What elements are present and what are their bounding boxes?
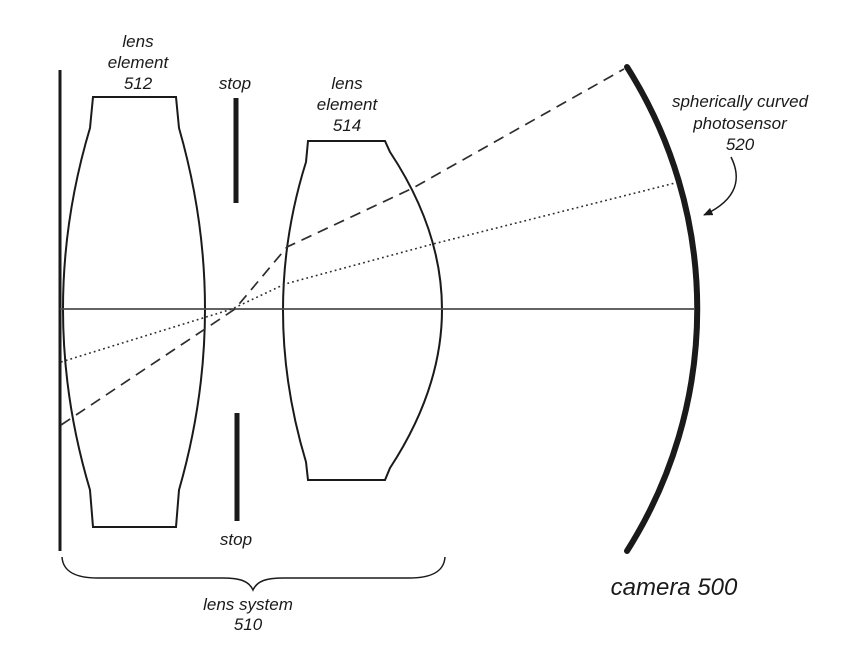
photosensor-label-line-1: spherically curved (672, 92, 809, 111)
lens-element-512-label-line-1: lens (122, 32, 154, 51)
lens-element-512-shape (62, 96, 206, 528)
dashed-ray (60, 68, 625, 426)
lens-system-label-line-2: 510 (234, 615, 263, 634)
dotted-ray (60, 182, 676, 363)
lens-element-512-label-line-3: 512 (124, 74, 153, 93)
lens-element-514-label-line-1: lens (331, 74, 363, 93)
stop-bottom-label: stop (220, 530, 252, 549)
lens-element-512-label-line-2: element (108, 53, 170, 72)
stop-top-label: stop (219, 74, 251, 93)
lens-element-514-shape (282, 140, 443, 481)
photosensor-leader-line (703, 156, 737, 216)
lens-system-label-line-1: lens system (203, 595, 293, 614)
photosensor-label-line-3: 520 (726, 135, 755, 154)
lens-element-514-label-line-3: 514 (333, 116, 361, 135)
photosensor-arc (624, 64, 701, 554)
lens-element-514-label-line-2: element (317, 95, 379, 114)
photosensor-label-line-2: photosensor (692, 114, 788, 133)
lens-system-brace (61, 556, 446, 592)
camera-label: camera 500 (611, 574, 738, 601)
